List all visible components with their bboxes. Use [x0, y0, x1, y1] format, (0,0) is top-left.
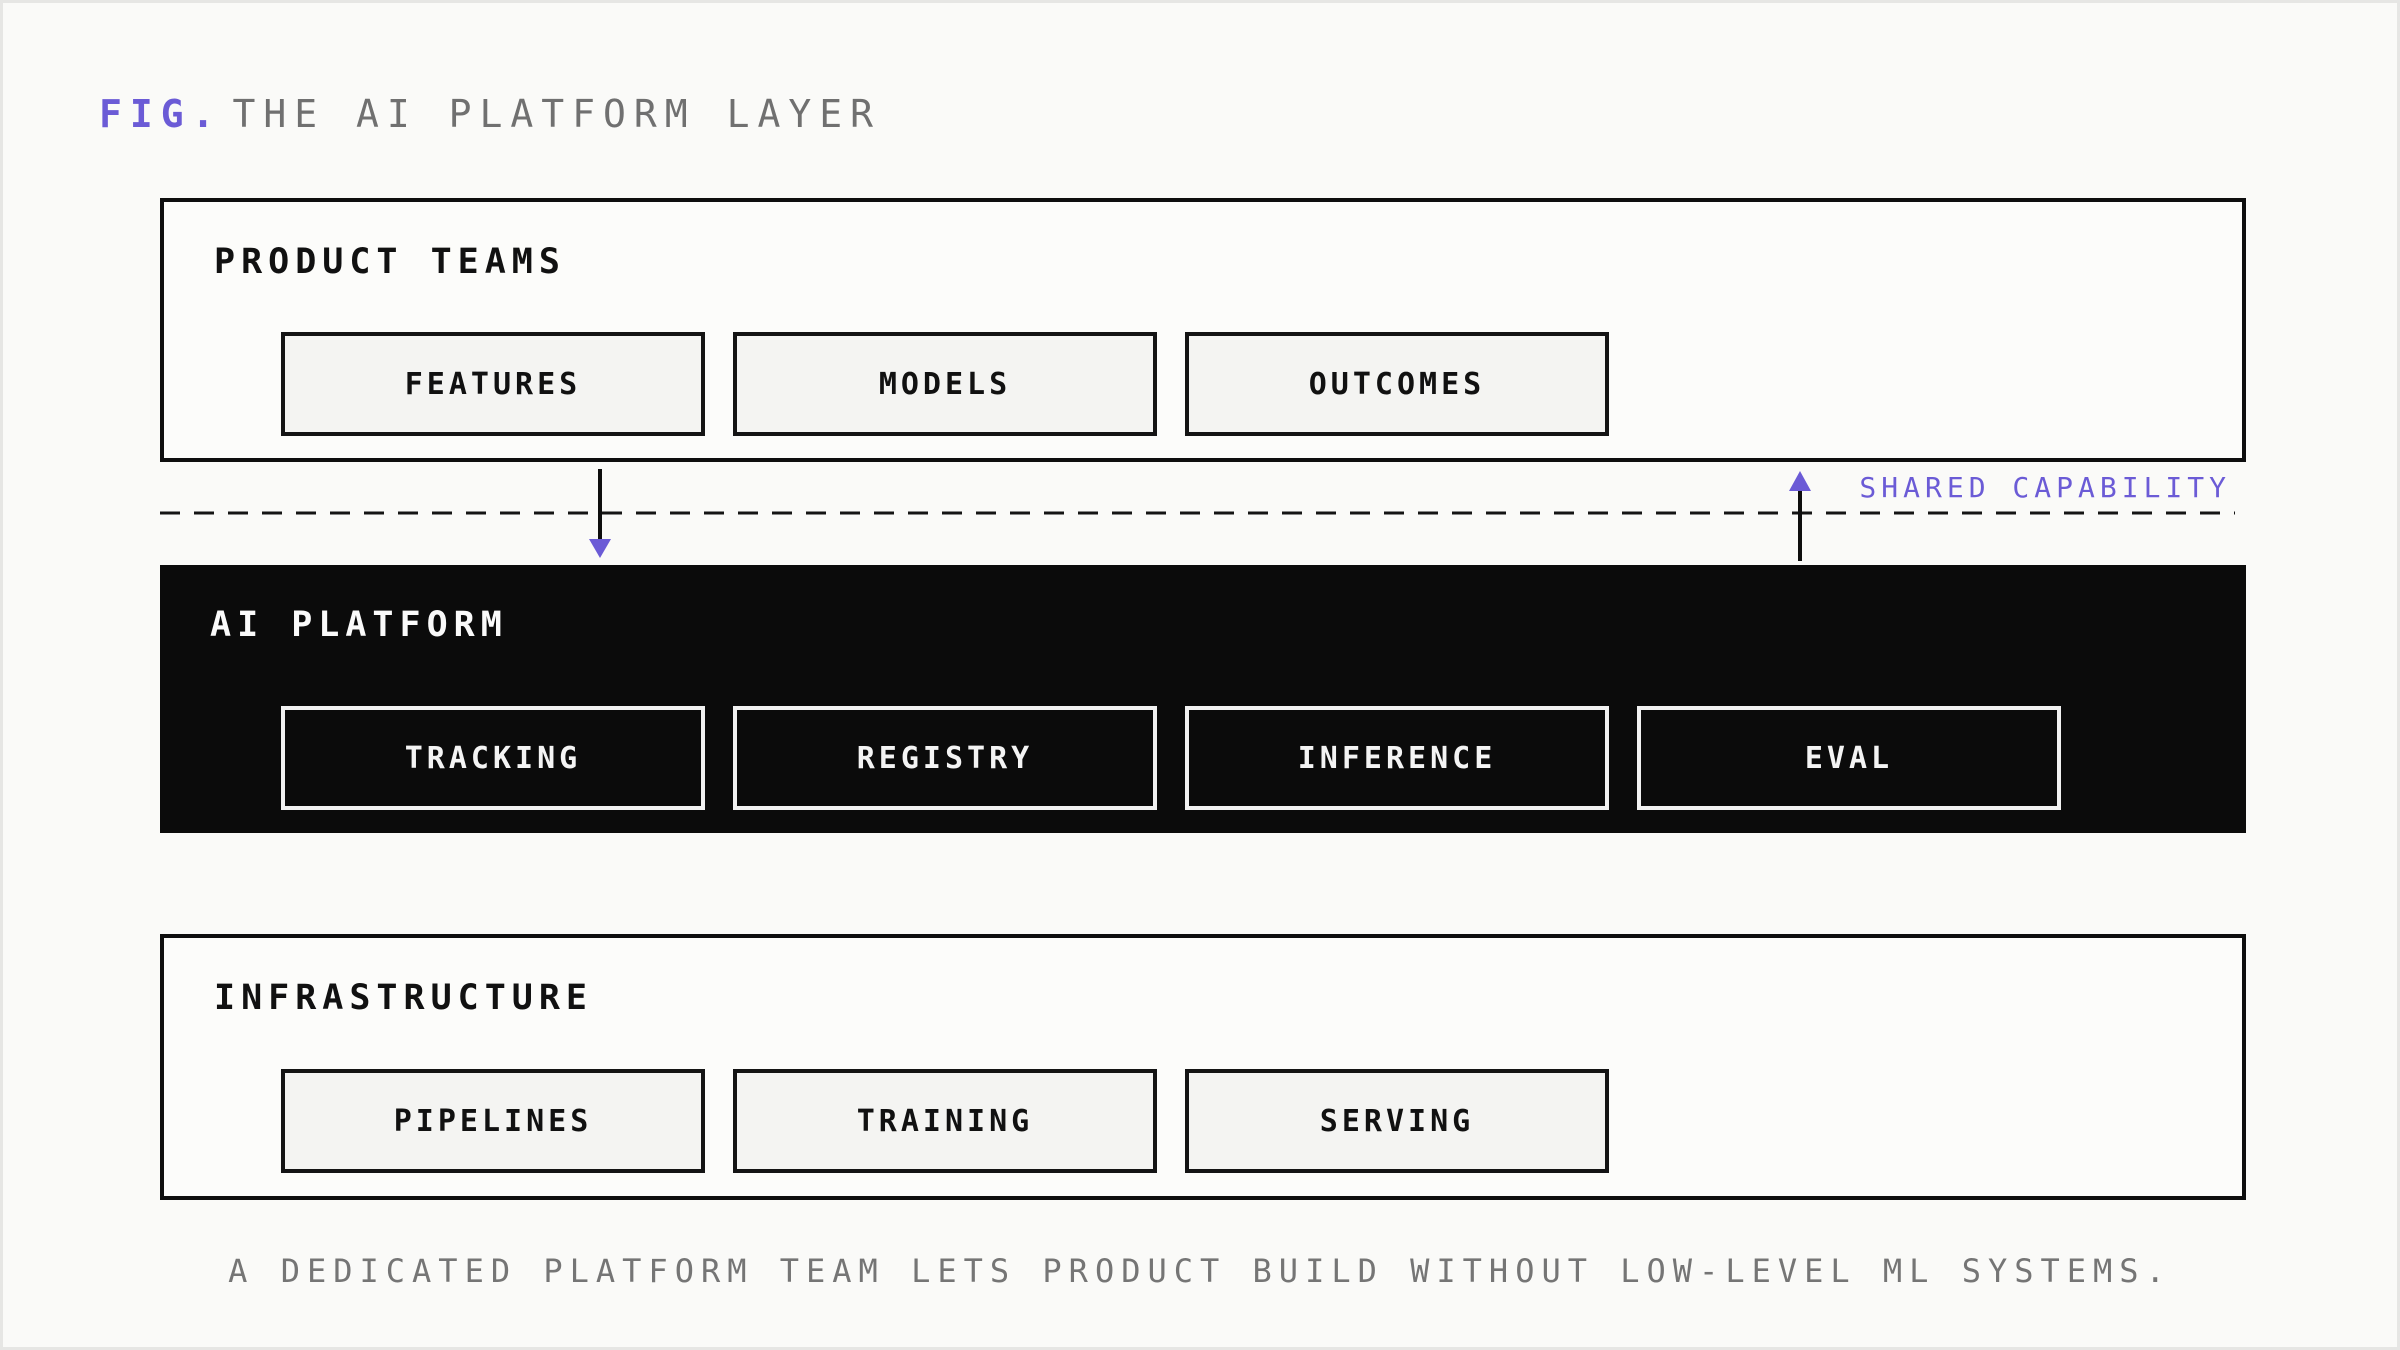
layer-product-teams: PRODUCT TEAMS FEATURES MODELS OUTCOMES — [160, 198, 2246, 462]
node-registry: REGISTRY — [733, 706, 1157, 810]
layer-infrastructure: INFRASTRUCTURE PIPELINES TRAINING SERVIN… — [160, 934, 2246, 1200]
node-pipelines: PIPELINES — [281, 1069, 705, 1173]
node-inference: INFERENCE — [1185, 706, 1609, 810]
layer-ai-platform: AI PLATFORM TRACKING REGISTRY INFERENCE … — [160, 565, 2246, 833]
shared-capability-label: SHARED CAPABILITY — [1859, 471, 2231, 504]
node-eval: EVAL — [1637, 706, 2061, 810]
node-serving: SERVING — [1185, 1069, 1609, 1173]
node-training: TRAINING — [733, 1069, 1157, 1173]
arrow-up-head — [1789, 471, 1811, 491]
node-models: MODELS — [733, 332, 1157, 436]
layer-label-ai-platform: AI PLATFORM — [210, 605, 508, 645]
layer-label-infrastructure: INFRASTRUCTURE — [214, 978, 594, 1018]
figure-title: FIG.THE AI PLATFORM LAYER — [99, 89, 881, 139]
node-features: FEATURES — [281, 332, 705, 436]
arrow-down-head — [589, 539, 611, 558]
layer-label-product-teams: PRODUCT TEAMS — [214, 242, 566, 282]
figure-name: THE AI PLATFORM LAYER — [232, 92, 881, 136]
connector-overlay — [160, 469, 2235, 561]
node-outcomes: OUTCOMES — [1185, 332, 1609, 436]
node-tracking: TRACKING — [281, 706, 705, 810]
diagram-canvas: FIG.THE AI PLATFORM LAYER PRODUCT TEAMS … — [3, 3, 2397, 1347]
figure-prefix: FIG. — [99, 92, 223, 136]
figure-caption: A DEDICATED PLATFORM TEAM LETS PRODUCT B… — [228, 1252, 2172, 1290]
